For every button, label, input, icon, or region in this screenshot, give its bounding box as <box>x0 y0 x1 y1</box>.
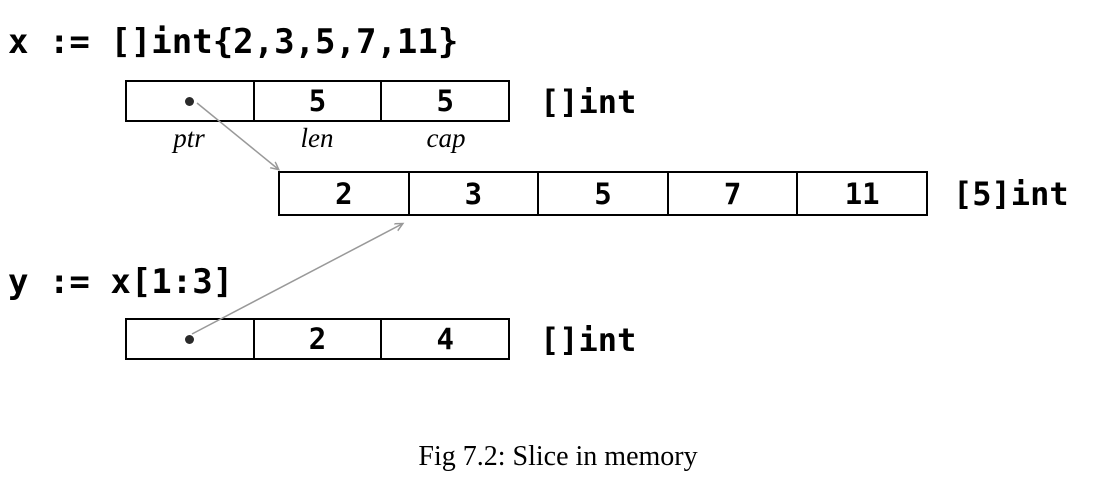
array-cell-4: 11 <box>796 173 926 214</box>
field-label-ptr: ptr <box>173 123 205 153</box>
slice-y-len-cell: 2 <box>252 320 381 358</box>
type-label-slice-x: []int <box>540 83 637 121</box>
type-label-array: [5]int <box>953 175 1069 213</box>
pointer-dot-y <box>185 334 195 344</box>
array-cell-3: 7 <box>666 173 797 214</box>
backing-array: 2 3 5 7 11 <box>278 171 928 216</box>
figure-caption: Fig 7.2: Slice in memory <box>418 441 698 472</box>
field-label-len: len <box>300 123 334 153</box>
array-cell-0: 2 <box>335 176 353 211</box>
slice-y-ptr-cell <box>127 320 253 358</box>
field-label-cap: cap <box>426 123 466 153</box>
pointer-dot-x <box>185 96 195 106</box>
slice-y-cap-cell: 4 <box>380 320 508 358</box>
code-declaration-y: y := x[1:3] <box>8 262 234 302</box>
slice-header-y: 2 4 <box>125 318 510 360</box>
slice-x-ptr-cell <box>127 82 253 120</box>
array-cell-1: 3 <box>407 173 538 214</box>
slice-x-cap-cell: 5 <box>380 82 508 120</box>
array-cell-2: 5 <box>537 173 667 214</box>
type-label-slice-y: []int <box>540 321 637 359</box>
code-declaration-x: x := []int{2,3,5,7,11} <box>8 22 459 62</box>
slice-x-len-cell: 5 <box>252 82 381 120</box>
slice-header-x: 5 5 <box>125 80 510 122</box>
